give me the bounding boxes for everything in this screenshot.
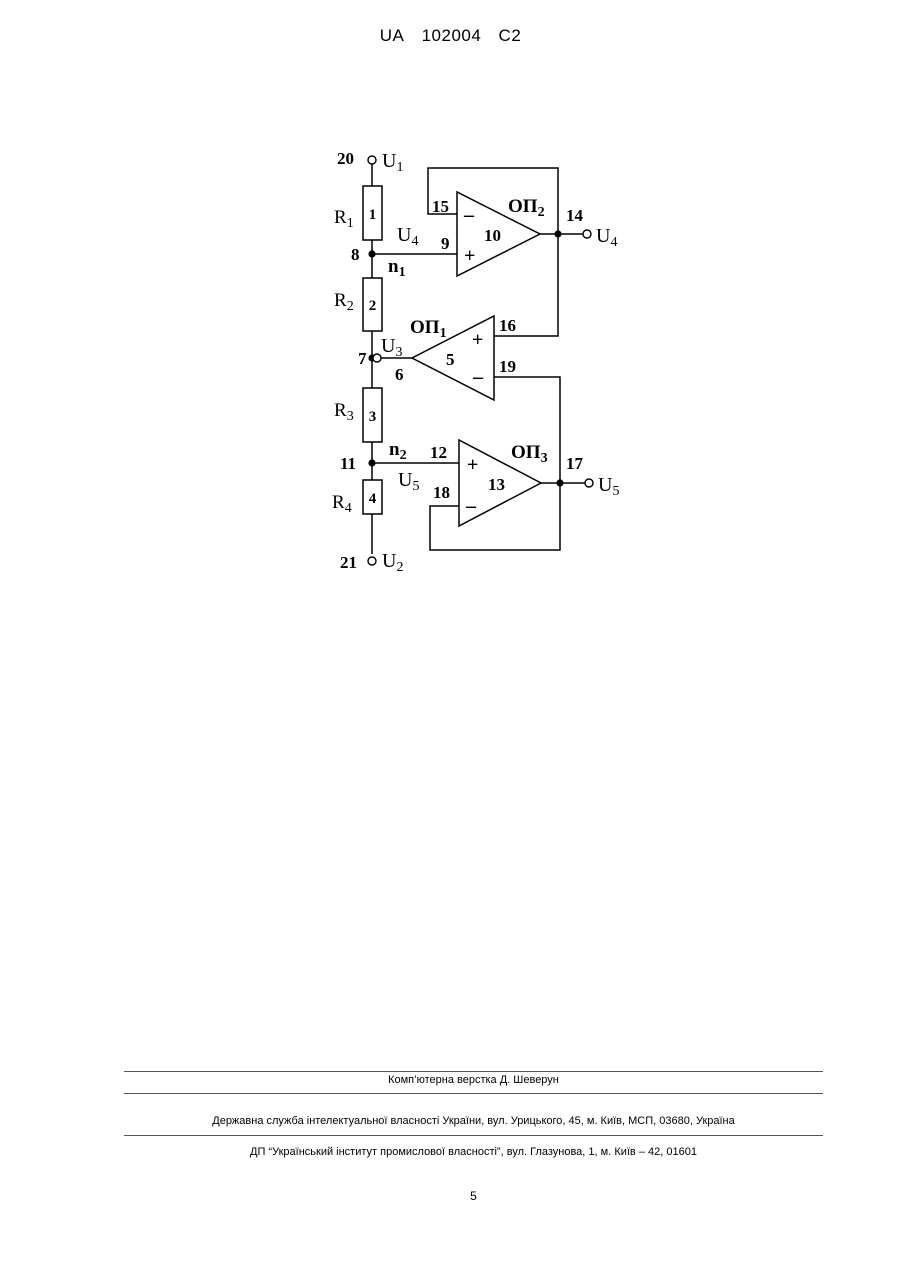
footer-agency: Державна служба інтелектуальної власност…: [0, 1115, 901, 1127]
label-r3: R3: [334, 400, 354, 424]
label-n2: n2: [389, 439, 407, 463]
label-u3: U3: [381, 335, 402, 360]
label-n1: n1: [388, 256, 406, 280]
footer-rule-3: [124, 1135, 823, 1136]
num-19: 19: [499, 357, 516, 376]
num-18: 18: [433, 483, 450, 502]
opamp-num-5: 5: [446, 350, 455, 369]
terminal-7: [373, 354, 381, 362]
opamp1-plus: +: [472, 329, 483, 351]
junction-8: [368, 250, 375, 257]
label-u5-out: U5: [598, 474, 619, 499]
junction-17: [556, 479, 563, 486]
resistor-num-4: 4: [369, 491, 377, 507]
resistor-num-3: 3: [369, 409, 377, 425]
num-15: 15: [432, 197, 449, 216]
num-7: 7: [358, 349, 367, 368]
num-14: 14: [566, 206, 584, 225]
label-u4-out: U4: [596, 225, 617, 250]
label-u1: U1: [382, 150, 403, 175]
label-op1: ОП1: [410, 317, 447, 341]
junction-14: [554, 230, 561, 237]
junction-11: [368, 459, 375, 466]
num-6: 6: [395, 365, 404, 384]
terminal-14: [583, 230, 591, 238]
num-20: 20: [337, 149, 354, 168]
label-r2: R2: [334, 290, 354, 314]
label-u2: U2: [382, 550, 403, 575]
opamp2-minus: –: [463, 204, 475, 226]
circuit-diagram: U1 U4 U4 U3 U5 U5 U2 R1 R2 R3 R4 1 2 3 4…: [0, 0, 901, 640]
num-12: 12: [430, 443, 447, 462]
page-number: 5: [0, 1189, 901, 1203]
footer-layout: Комп’ютерна верстка Д. Шеверун: [0, 1074, 901, 1086]
terminal-20: [368, 156, 376, 164]
num-11: 11: [340, 454, 356, 473]
num-8: 8: [351, 245, 360, 264]
label-op2: ОП2: [508, 196, 545, 220]
opamp2-plus: +: [464, 245, 475, 267]
num-9: 9: [441, 234, 450, 253]
opamp3-minus: –: [465, 495, 477, 517]
terminal-17: [585, 479, 593, 487]
footer-rule-2: [124, 1093, 823, 1094]
label-op3: ОП3: [511, 442, 548, 466]
num-17: 17: [566, 454, 584, 473]
opamp-num-10: 10: [484, 226, 501, 245]
opamp1-minus: –: [472, 366, 484, 388]
resistor-num-1: 1: [369, 207, 377, 223]
label-u5-node: U5: [398, 469, 419, 494]
num-21: 21: [340, 553, 357, 572]
footer-rule-1: [124, 1071, 823, 1072]
num-16: 16: [499, 316, 516, 335]
opamp-num-13: 13: [488, 475, 505, 494]
label-r4: R4: [332, 492, 352, 516]
label-r1: R1: [334, 207, 354, 231]
opamp3-plus: +: [467, 454, 478, 476]
resistor-num-2: 2: [369, 298, 377, 314]
footer-institute: ДП “Український інститут промислової вла…: [0, 1146, 901, 1158]
terminal-21: [368, 557, 376, 565]
label-u4-node: U4: [397, 224, 418, 249]
